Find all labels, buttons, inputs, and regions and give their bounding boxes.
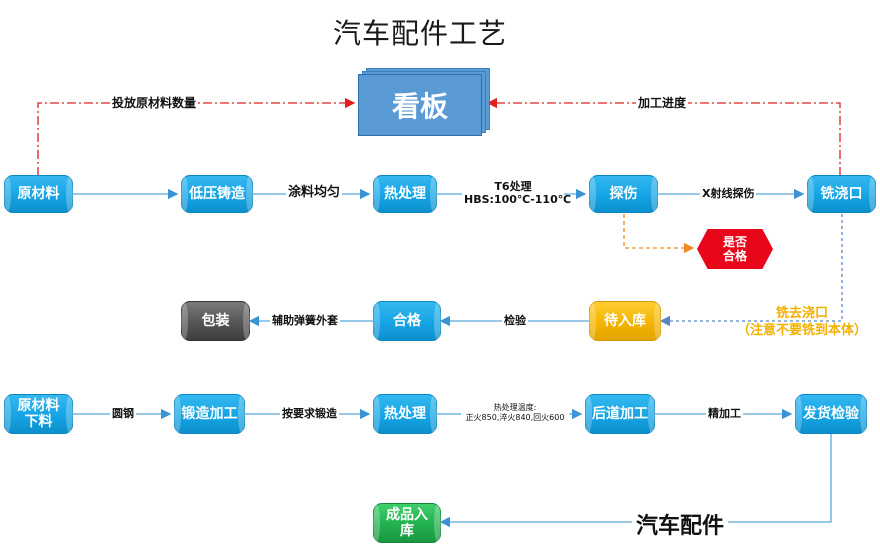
label-t6: T6处理 HBS:100℃-110℃ (462, 180, 572, 206)
node-low-pressure-casting[interactable]: 低压铸造 (181, 175, 253, 213)
node-raw-cutting-line1: 原材料 (17, 398, 60, 414)
kanban-board[interactable]: 看板 (358, 74, 482, 136)
node-heat-treatment-1[interactable]: 热处理 (373, 175, 437, 213)
label-round-steel: 圆钢 (110, 407, 136, 421)
page-title: 汽车配件工艺 (332, 17, 507, 50)
note-line1: 铣去浇口 (775, 306, 828, 321)
node-pending-storage[interactable]: 待入库 (589, 301, 661, 341)
feedback-line-left (37, 97, 356, 176)
label-forging-req: 按要求锻造 (280, 407, 339, 421)
node-raw-cutting[interactable]: 原材料 下料 (4, 394, 73, 434)
decision-line2: 合格 (722, 249, 747, 263)
node-qualified[interactable]: 合格 (373, 301, 441, 341)
label-heat-temp: 热处理温度: 正火850,淬火840,回火600 (461, 403, 569, 423)
note-line2: （注意不要铣到本体） (736, 323, 867, 338)
decision-qualified[interactable]: 是否 合格 (697, 229, 773, 269)
node-raw-cutting-line2: 下料 (24, 414, 53, 430)
node-finished-storage[interactable]: 成品入 库 (373, 503, 441, 543)
node-post-process[interactable]: 后道加工 (585, 394, 655, 434)
arrow-inspection-to-check (623, 214, 695, 254)
node-heat-treatment-2[interactable]: 热处理 (373, 394, 437, 434)
label-heat-temp-line1: 热处理温度: (493, 403, 537, 412)
label-spring: 辅助弹簧外套 (270, 314, 340, 328)
label-progress: 加工进度 (636, 96, 689, 110)
label-input-quantity: 投放原材料数量 (110, 96, 199, 110)
arrow-ship-to-finished (439, 434, 832, 528)
node-inspection[interactable]: 探伤 (589, 175, 658, 213)
node-mill-gate[interactable]: 铣浇口 (807, 175, 876, 213)
node-packaging[interactable]: 包装 (181, 301, 250, 341)
node-forging[interactable]: 锻造加工 (174, 394, 245, 434)
label-xray: X射线探伤 (700, 187, 757, 201)
note-mill-gate: 铣去浇口 （注意不要铣到本体） (732, 305, 872, 339)
label-check: 检验 (502, 314, 528, 328)
node-shipping-check[interactable]: 发货检验 (795, 394, 867, 434)
label-auto-parts: 汽车配件 (632, 508, 729, 540)
label-coating: 涂料均匀 (286, 185, 343, 200)
feedback-line-right (486, 97, 841, 176)
node-raw-material[interactable]: 原材料 (4, 175, 73, 213)
label-heat-temp-line2: 正火850,淬火840,回火600 (465, 413, 565, 422)
node-finished-line1: 成品入 (386, 507, 428, 523)
label-t6-line1: T6处理 (494, 180, 532, 193)
label-finishing: 精加工 (706, 407, 743, 421)
node-finished-line2: 库 (400, 523, 414, 539)
label-t6-line2: HBS:100℃-110℃ (464, 193, 572, 206)
decision-line1: 是否 (722, 235, 747, 249)
